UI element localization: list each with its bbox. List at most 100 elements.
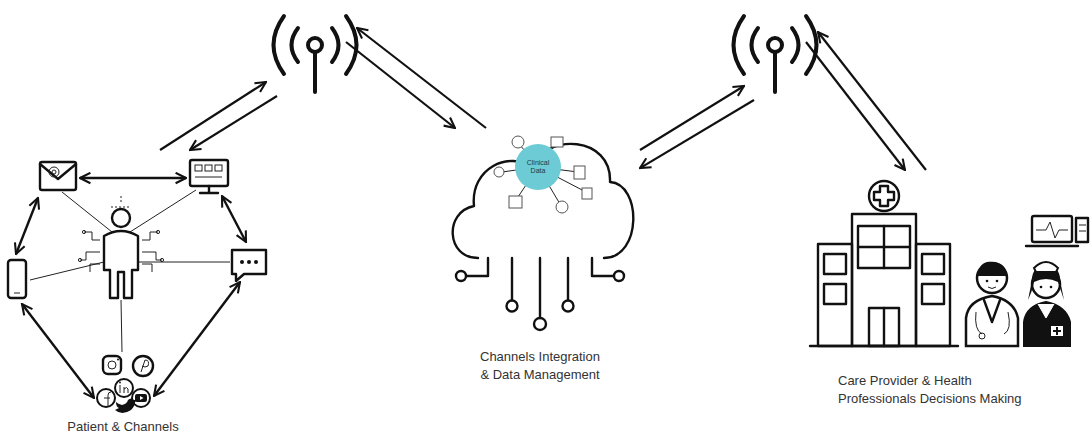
monitor-icon bbox=[215, 165, 222, 171]
data-icons bbox=[551, 137, 563, 147]
cloud-icon bbox=[456, 271, 466, 281]
antenna-icon bbox=[308, 38, 322, 52]
channel-link bbox=[154, 282, 240, 396]
social-media-icons bbox=[115, 379, 133, 397]
chat-icon bbox=[232, 250, 266, 281]
doctor-figure bbox=[966, 262, 1018, 346]
chat-icon bbox=[247, 260, 251, 264]
hospital-building bbox=[922, 254, 944, 274]
doctor-figure bbox=[988, 287, 996, 289]
social-media-icons bbox=[115, 399, 138, 414]
antenna-icon bbox=[734, 16, 745, 74]
signal-arrow bbox=[640, 32, 926, 170]
signal-arrow bbox=[346, 42, 455, 128]
monitor-icon bbox=[190, 160, 228, 186]
laptop-icon bbox=[1036, 222, 1068, 238]
monitor-icon bbox=[205, 165, 212, 171]
social-media-icons bbox=[103, 356, 121, 374]
document-icon bbox=[1079, 231, 1086, 232]
spoke-line bbox=[121, 300, 122, 352]
social-media-icons bbox=[97, 389, 115, 407]
antenna-icon bbox=[274, 16, 357, 92]
patient-figure bbox=[78, 196, 163, 298]
doctor-figure bbox=[977, 262, 1007, 276]
email-icon bbox=[40, 164, 76, 179]
nurse-figure bbox=[1024, 302, 1070, 346]
spoke-line bbox=[138, 262, 230, 263]
signal-arrow bbox=[160, 82, 266, 150]
doctor-figure bbox=[966, 296, 1018, 346]
document-icon bbox=[1079, 225, 1086, 226]
antenna-icon bbox=[274, 16, 285, 74]
doctor-figure bbox=[976, 312, 1010, 334]
data-icons bbox=[494, 167, 504, 177]
cloud-icon bbox=[453, 144, 634, 258]
care-provider-group: Care Provider & Health Professionals Dec… bbox=[805, 170, 1085, 425]
hospital-building bbox=[916, 244, 950, 346]
phone-icon bbox=[8, 260, 26, 298]
signal-arrow bbox=[190, 28, 486, 150]
document-icon bbox=[1076, 218, 1088, 242]
hospital-building bbox=[922, 284, 944, 304]
doctor-figure bbox=[996, 280, 999, 283]
antenna-icon bbox=[313, 53, 317, 92]
hospital-building bbox=[874, 186, 894, 206]
document-icon bbox=[1076, 218, 1088, 242]
spoke-line bbox=[62, 192, 112, 232]
spoke-line bbox=[30, 190, 230, 352]
signal-arrow bbox=[640, 42, 905, 170]
hospital-building bbox=[824, 284, 846, 304]
monitor-icon bbox=[208, 186, 210, 192]
chat-icon bbox=[232, 250, 266, 281]
patient-figure bbox=[142, 232, 162, 272]
data-icons bbox=[509, 196, 522, 208]
email-icon bbox=[40, 162, 76, 190]
phone-icon bbox=[14, 293, 20, 294]
social-media-icons bbox=[132, 389, 150, 407]
doctor-figure bbox=[986, 280, 989, 283]
hospital-building bbox=[858, 246, 910, 248]
monitor-icon bbox=[200, 192, 218, 194]
nurse-figure bbox=[1040, 286, 1043, 289]
channel-link bbox=[16, 178, 246, 398]
patient-figure bbox=[112, 209, 130, 227]
doctor-figure bbox=[979, 333, 985, 339]
laptop-icon bbox=[1026, 245, 1078, 247]
hospital-building bbox=[869, 308, 899, 346]
social-media-icons bbox=[120, 385, 128, 393]
chat-icon bbox=[254, 260, 258, 264]
patient-channels-group: Patient & Channels bbox=[5, 150, 270, 437]
hospital-building bbox=[810, 181, 958, 346]
hospital-building bbox=[852, 214, 916, 346]
hospital-building bbox=[883, 308, 885, 346]
data-bubble: Clinical Data bbox=[515, 144, 561, 190]
spoke-line bbox=[130, 190, 196, 232]
antenna-icon bbox=[773, 53, 777, 92]
data-icons bbox=[512, 136, 524, 148]
hospital-building bbox=[858, 226, 910, 268]
monitor-icon bbox=[195, 165, 202, 171]
patient-figure bbox=[78, 258, 81, 261]
signal-arrow bbox=[160, 42, 455, 150]
email-icon bbox=[52, 170, 56, 174]
caption: Channels Integration & Data Management bbox=[476, 348, 604, 384]
antenna-icon bbox=[792, 28, 799, 62]
antenna-icon bbox=[768, 38, 782, 52]
signal-arrow bbox=[640, 100, 754, 168]
social-media-icons bbox=[141, 360, 149, 372]
signal-arrow bbox=[818, 32, 926, 170]
hospital-building bbox=[869, 181, 899, 211]
signal-arrow bbox=[806, 42, 905, 170]
cloud-icon bbox=[534, 318, 546, 330]
patient-figure bbox=[104, 231, 138, 298]
hospital-building bbox=[810, 345, 958, 347]
laptop-icon bbox=[1032, 216, 1072, 242]
channel-link bbox=[22, 304, 94, 398]
bubble-label: Clinical Data bbox=[522, 159, 554, 175]
social-media-icons bbox=[133, 356, 153, 376]
patient-figure bbox=[80, 232, 100, 272]
hospital-building bbox=[824, 254, 846, 274]
spoke-line bbox=[30, 262, 104, 280]
monitor-icon bbox=[195, 177, 222, 178]
antenna-icon bbox=[332, 28, 339, 62]
